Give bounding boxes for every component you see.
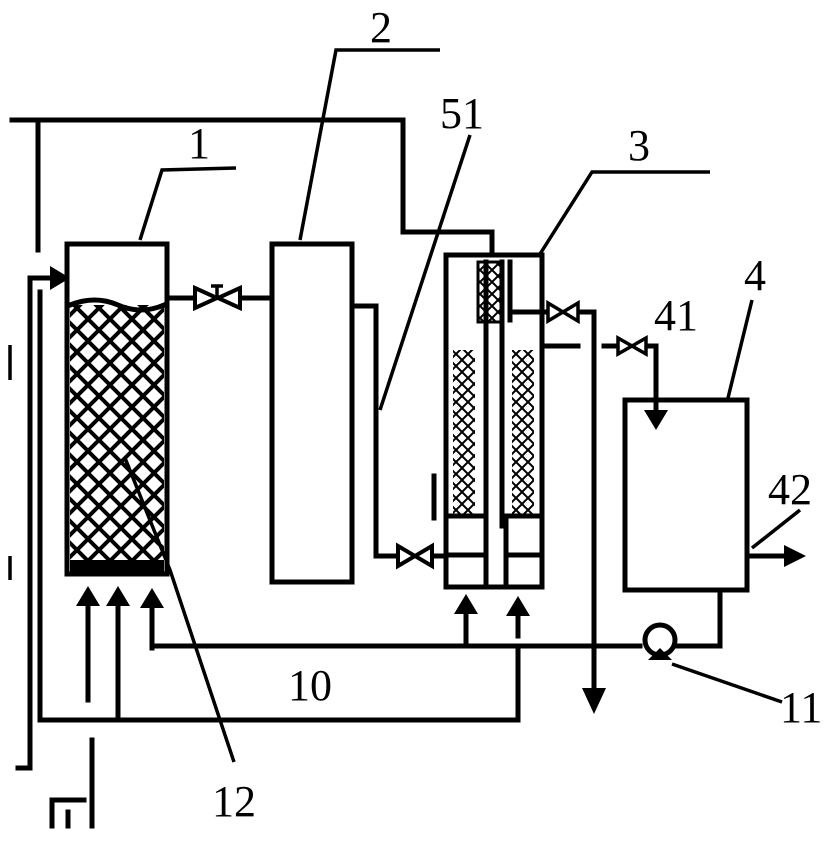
label-41: 41 — [654, 291, 698, 340]
unit-3-outlet — [507, 299, 606, 714]
label-2: 2 — [370, 3, 392, 52]
reactor-1-inlet-arrows — [76, 586, 164, 723]
label-42: 42 — [768, 465, 812, 514]
unit-3-packing-left — [453, 350, 475, 515]
pump-11 — [642, 622, 678, 660]
leader-4 — [726, 299, 754, 399]
label-4: 4 — [744, 251, 766, 300]
leader-2 — [298, 48, 440, 241]
label-11: 11 — [780, 683, 822, 732]
label-1: 1 — [188, 119, 210, 168]
unit-3 — [431, 252, 581, 590]
pipe-1-to-2 — [164, 284, 275, 312]
unit-3-packing-right — [512, 350, 534, 515]
leader-1 — [138, 166, 237, 241]
unit-2 — [269, 241, 355, 585]
leader-51 — [378, 134, 472, 411]
leader-3 — [538, 170, 710, 255]
source-box — [49, 737, 95, 829]
label-3: 3 — [628, 121, 650, 170]
unit-4 — [622, 397, 750, 593]
label-51: 51 — [440, 89, 484, 138]
label-12: 12 — [212, 777, 256, 826]
left-inlet-pipe — [15, 266, 70, 771]
inlet-41 — [601, 334, 668, 430]
label-10: 10 — [288, 661, 332, 710]
recirculation-line-10 — [37, 587, 723, 723]
leader-11 — [671, 662, 783, 704]
pipe-51 — [349, 303, 449, 570]
outlet-42 — [744, 508, 806, 567]
unit-3-inlet-arrows — [454, 594, 530, 649]
leader-12 — [123, 457, 236, 763]
